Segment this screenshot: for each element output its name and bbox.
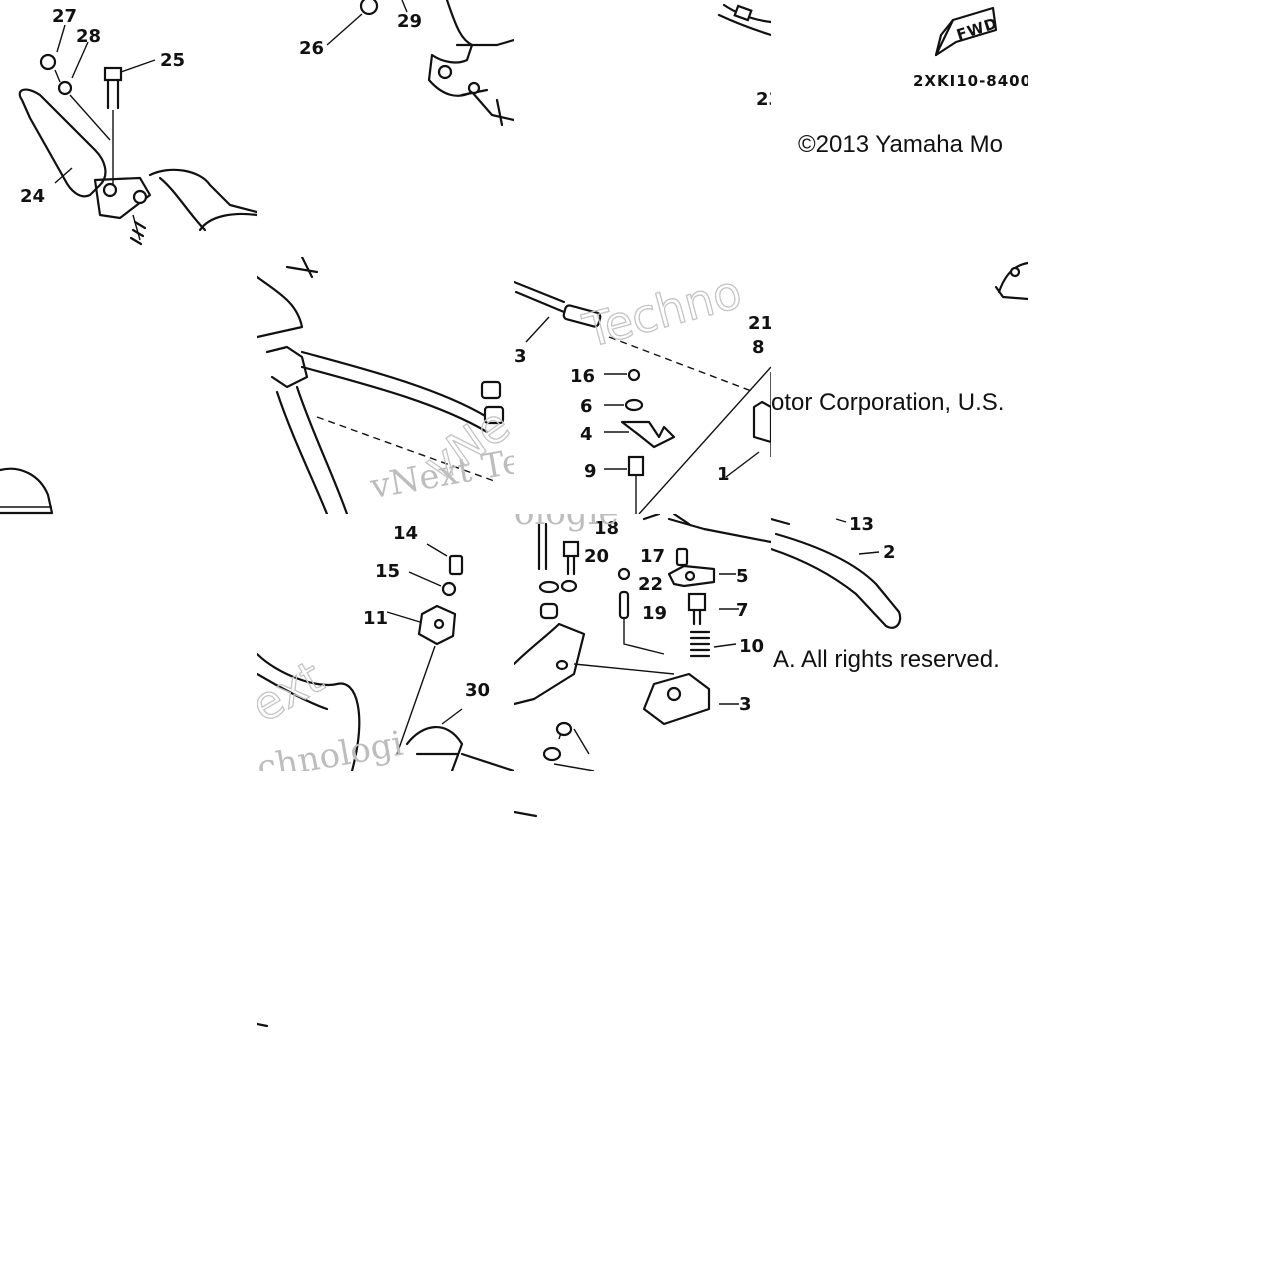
callout-13: 13 bbox=[849, 514, 874, 535]
callout-24: 24 bbox=[20, 186, 45, 207]
callout-6: 6 bbox=[580, 396, 593, 417]
callout-18: 18 bbox=[594, 518, 619, 539]
lever-bracket-drawing: Techno 3 16 6 4 9 21 8 1 bbox=[514, 264, 771, 514]
callout-26: 26 bbox=[299, 38, 324, 59]
callout-14: 14 bbox=[393, 523, 418, 544]
tile-switch-housing: ext chnologi 14 15 11 30 bbox=[257, 514, 514, 771]
callout-22: 22 bbox=[638, 574, 663, 595]
callout-10: 10 bbox=[739, 636, 764, 657]
tile-lever-bracket: Techno 3 16 6 4 9 21 8 1 bbox=[514, 257, 771, 514]
callout-27: 27 bbox=[52, 6, 77, 27]
brake-lever-drawing: 13 2 A. All rights reserved. bbox=[771, 514, 1000, 673]
copyright-line-1: ©2013 Yamaha Mo bbox=[798, 131, 1003, 158]
tile-lever-assembly: 18 20 17 22 19 5 7 10 3 ologie bbox=[514, 514, 771, 771]
callout-29: 29 bbox=[397, 11, 422, 32]
part-code: 2XKI10-8400 bbox=[913, 72, 1028, 90]
tile-copyright-mid: otor Corporation, U.S. bbox=[771, 257, 1028, 437]
callout-7: 7 bbox=[736, 600, 749, 621]
watermark-6: ologie bbox=[514, 514, 619, 533]
callout-2: 2 bbox=[883, 542, 896, 563]
left-fragment-drawing bbox=[0, 467, 54, 515]
callout-17: 17 bbox=[640, 546, 665, 567]
nut bbox=[359, 0, 379, 16]
copyright-line-3: A. All rights reserved. bbox=[773, 646, 1000, 673]
callout-9: 9 bbox=[584, 461, 597, 482]
watermark-1: Techno bbox=[577, 264, 747, 358]
wire-connector-drawing: 23 bbox=[717, 3, 771, 110]
callout-23: 23 bbox=[756, 89, 771, 110]
lever-assembly-drawing: 18 20 17 22 19 5 7 10 3 ologie bbox=[514, 514, 771, 771]
tile-switch-top: 26 29 bbox=[257, 0, 514, 130]
fwd-arrow-icon bbox=[934, 6, 998, 57]
callout-5: 5 bbox=[736, 566, 749, 587]
callout-3b: 3 bbox=[739, 694, 752, 715]
handlebar-mid-drawing: vNext Te vNe bbox=[257, 257, 514, 514]
callout-15: 15 bbox=[375, 561, 400, 582]
tile-wire-connector: 23 bbox=[514, 0, 771, 115]
callout-4: 4 bbox=[580, 424, 593, 445]
copyright-line-2: otor Corporation, U.S. bbox=[771, 389, 1004, 416]
callout-16: 16 bbox=[570, 366, 595, 387]
callout-3a: 3 bbox=[514, 346, 527, 367]
stray-mark-2 bbox=[257, 1020, 269, 1030]
tile-clutch-lever: 27 28 25 24 bbox=[0, 0, 257, 257]
tile-left-fragment bbox=[0, 455, 60, 515]
callout-19: 19 bbox=[642, 603, 667, 624]
callout-21: 21 bbox=[748, 313, 771, 334]
tile-handlebar-mid: vNext Te vNe bbox=[257, 257, 514, 514]
callout-25: 25 bbox=[160, 50, 185, 71]
bolt-head bbox=[103, 66, 123, 82]
stray-mark-1 bbox=[514, 808, 538, 818]
switch-housing-drawing: ext chnologi 14 15 11 30 bbox=[257, 523, 514, 771]
copyright-mid-block: otor Corporation, U.S. bbox=[771, 261, 1028, 416]
callout-11: 11 bbox=[363, 608, 388, 629]
clutch-lever-drawing: 27 28 25 24 bbox=[18, 6, 257, 246]
callout-30: 30 bbox=[465, 680, 490, 701]
callout-28: 28 bbox=[76, 26, 101, 47]
callout-8: 8 bbox=[752, 337, 765, 358]
fwd-copyright-block: FWD 2XKI10-8400 ©2013 Yamaha Mo bbox=[798, 6, 1028, 158]
watermark-5: chnologi bbox=[257, 724, 406, 771]
callout-20: 20 bbox=[584, 546, 609, 567]
tile-fwd-copyright: FWD 2XKI10-8400 ©2013 Yamaha Mo bbox=[771, 0, 1028, 180]
tile-brake-lever: 13 2 A. All rights reserved. bbox=[771, 514, 1028, 674]
switch-top-drawing: 26 29 bbox=[299, 0, 514, 127]
callout-1: 1 bbox=[717, 464, 730, 485]
